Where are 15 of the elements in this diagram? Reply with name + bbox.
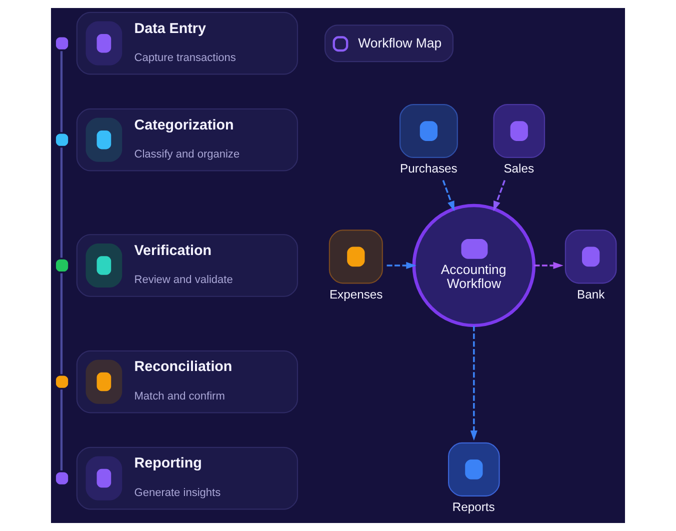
node-circle: Accounting Workflow <box>412 204 536 328</box>
connector <box>60 390 63 471</box>
node-label: Reports <box>452 500 495 514</box>
node-label: Sales <box>504 162 534 176</box>
node-label: Purchases <box>400 162 458 176</box>
connector <box>60 273 63 374</box>
node-label: Bank <box>577 287 605 302</box>
arrow <box>442 180 454 212</box>
arrow <box>534 262 564 270</box>
arrow <box>493 180 506 212</box>
connector <box>60 148 63 258</box>
node-label: Expenses <box>329 287 383 302</box>
connector <box>60 51 63 132</box>
arrow <box>386 262 416 270</box>
arrow <box>470 326 478 441</box>
